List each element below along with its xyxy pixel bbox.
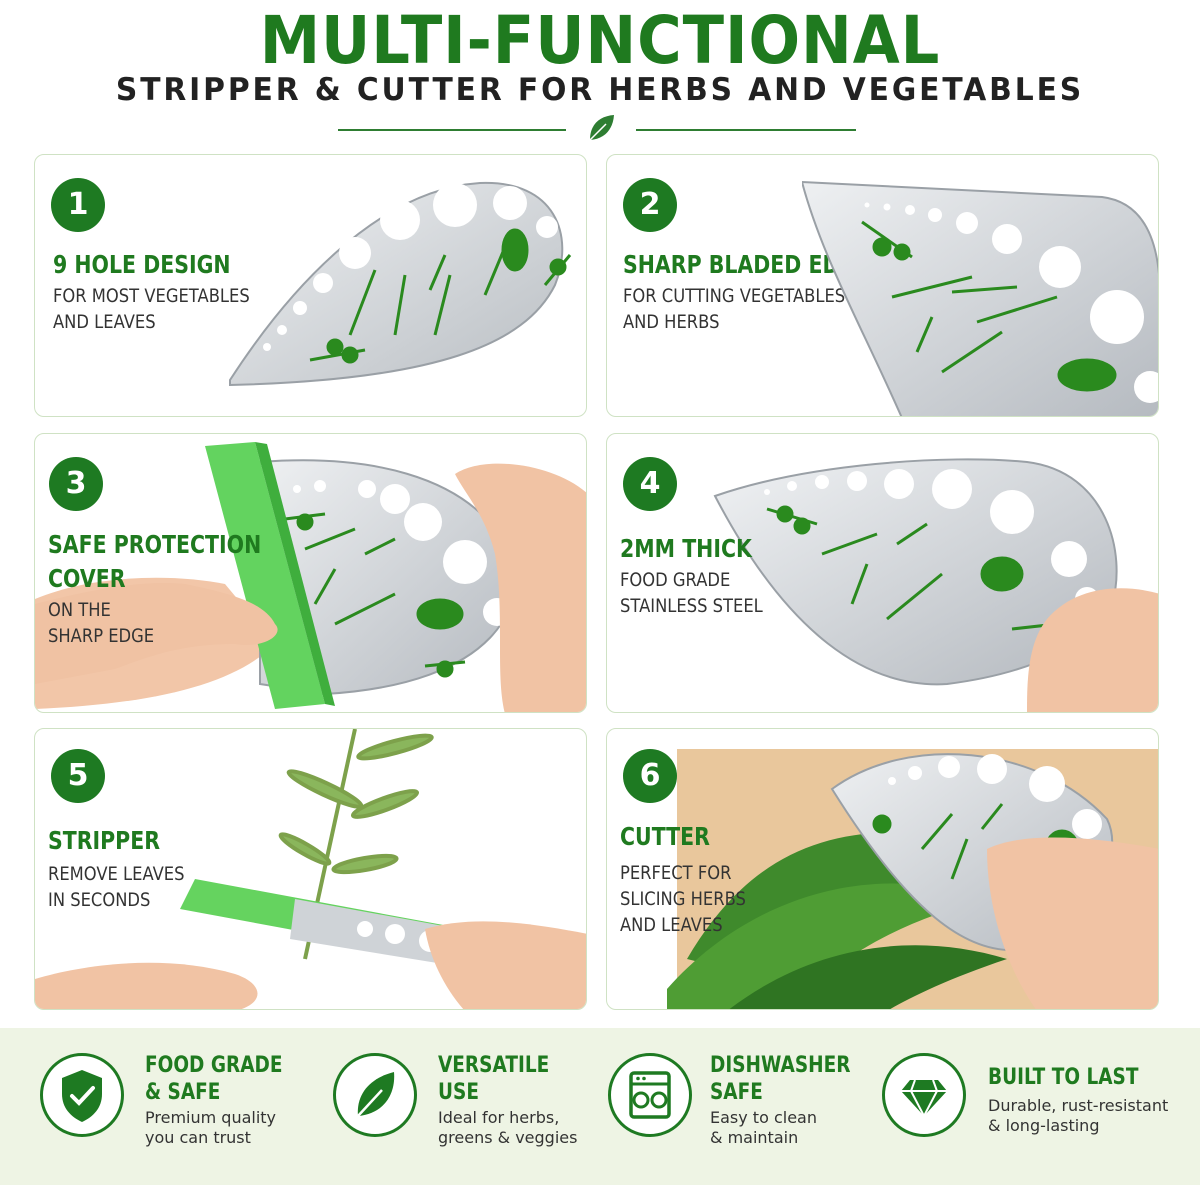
card-title: STRIPPER [48, 826, 161, 855]
feature-desc: Durable, rust-resistant [988, 1096, 1169, 1115]
card-title: 9 HOLE DESIGN [53, 250, 231, 279]
card-title: SAFE PROTECTION [48, 530, 262, 559]
card-desc-line: IN SECONDS [48, 889, 151, 911]
feature-desc: & long-lasting [988, 1116, 1100, 1135]
feature-desc: & maintain [710, 1128, 799, 1147]
divider-left [338, 129, 566, 131]
card-desc-line: AND HERBS [623, 311, 720, 333]
feature-desc: Premium quality [145, 1108, 277, 1127]
dishwasher-icon [608, 1053, 692, 1137]
card-desc-line: FOR MOST VEGETABLES [53, 285, 250, 307]
feature-title: FOOD GRADE [145, 1053, 283, 1078]
feature-card-1: 1 9 HOLE DESIGN FOR MOST VEGETABLES AND … [34, 154, 587, 417]
feature-card-2: 2 SHARP BLADED EDGE FOR CUTTING VEGETABL… [606, 154, 1159, 417]
cutting-leaves-image [667, 749, 1158, 1009]
card-desc-line: FOOD GRADE [620, 569, 731, 591]
card-desc-line: PERFECT FOR [620, 862, 732, 884]
feature-desc: you can trust [145, 1128, 251, 1147]
feature-card-4: 4 2MM THICK FOOD GRADE STAINLESS STEEL [606, 433, 1159, 713]
feature-title: & SAFE [145, 1080, 221, 1105]
step-number-badge: 5 [51, 749, 105, 803]
stripping-herbs-image [35, 729, 586, 1009]
card-desc-line: REMOVE LEAVES [48, 863, 185, 885]
diamond-icon [882, 1053, 966, 1137]
feature-title: SAFE [710, 1080, 763, 1105]
card-desc-line: SLICING HERBS [620, 888, 746, 910]
feature-card-6: 6 CUTTER PERFECT FOR SLICING HERBS AND L… [606, 728, 1159, 1010]
card-desc-line: AND LEAVES [620, 914, 723, 936]
divider-right [636, 129, 856, 131]
card-desc-line: STAINLESS STEEL [620, 595, 763, 617]
feature-title: DISHWASHER [710, 1053, 851, 1078]
feature-card-3: 3 SAFE PROTECTION COVER ON THE SHARP EDG… [34, 433, 587, 713]
card-desc-line: AND LEAVES [53, 311, 156, 333]
feature-desc: greens & veggies [438, 1128, 578, 1147]
feature-desc: Easy to clean [710, 1108, 817, 1127]
feature-title: VERSATILE [438, 1053, 550, 1078]
card-desc-line: SHARP EDGE [48, 625, 155, 647]
protection-cover-in-hand-image [35, 442, 586, 712]
card-desc-line: ON THE [48, 599, 111, 621]
card-title: COVER [48, 564, 126, 593]
herb-stripper-blade-image [229, 181, 572, 387]
sharp-blade-closeup-image [802, 180, 1158, 416]
leaf-icon [333, 1053, 417, 1137]
thick-steel-blade-image [713, 458, 1158, 712]
feature-card-5: 5 STRIPPER REMOVE LEAVES IN SECONDS [34, 728, 587, 1010]
step-number-badge: 1 [51, 178, 105, 232]
step-number-badge: 3 [49, 457, 103, 511]
card-desc-line: FOR CUTTING VEGETABLES [623, 285, 846, 307]
feature-desc: Ideal for herbs, [438, 1108, 560, 1127]
step-number-badge: 2 [623, 178, 677, 232]
shield-check-icon [40, 1053, 124, 1137]
page-subtitle: STRIPPER & CUTTER FOR HERBS AND VEGETABL… [115, 72, 1085, 108]
feature-title: USE [438, 1080, 479, 1105]
features-footer [0, 1028, 1200, 1185]
page-title: MULTI-FUNCTIONAL [259, 2, 941, 79]
step-number-badge: 6 [623, 749, 677, 803]
card-title: 2MM THICK [620, 534, 752, 563]
feature-title: BUILT TO LAST [988, 1065, 1139, 1090]
leaf-icon [589, 115, 614, 141]
step-number-badge: 4 [623, 457, 677, 511]
card-title: CUTTER [620, 822, 710, 851]
